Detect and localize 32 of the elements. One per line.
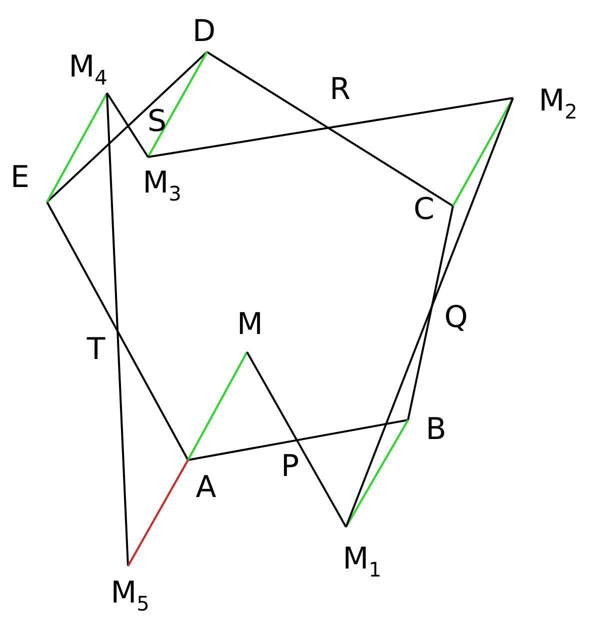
point-label: M$_{4}$: [68, 52, 108, 88]
point-label: M: [237, 310, 263, 340]
point-label: C: [414, 195, 434, 225]
point-label: A: [196, 473, 216, 503]
line-segment: [452, 98, 514, 206]
point-label: D: [192, 17, 216, 47]
line-segment: [345, 98, 514, 528]
point-label: M$_{5}$: [110, 578, 150, 614]
line-segment: [407, 206, 454, 420]
point-label: M$_{3}$: [142, 168, 182, 204]
line-segment: [188, 419, 408, 461]
point-label: E: [10, 163, 30, 193]
intersection-label: Q: [444, 303, 468, 333]
point-label: M$_{1}$: [342, 544, 382, 580]
intersection-label: P: [280, 452, 300, 482]
line-segment: [148, 97, 514, 158]
intersection-label: R: [330, 75, 350, 105]
line-segment: [106, 92, 149, 158]
line-segment: [127, 460, 189, 566]
line-segment: [345, 420, 409, 528]
line-segment: [246, 352, 347, 528]
line-segment: [206, 51, 454, 207]
intersection-label: T: [86, 335, 106, 365]
line-segment: [46, 51, 208, 203]
intersection-label: S: [147, 107, 167, 137]
line-segment: [46, 202, 189, 460]
line-segment: [46, 92, 108, 202]
line-segment: [147, 52, 208, 158]
line-segment: [106, 92, 129, 566]
point-label: M$_{2}$: [538, 86, 578, 122]
point-label: B: [426, 415, 446, 445]
line-segment: [187, 352, 248, 460]
